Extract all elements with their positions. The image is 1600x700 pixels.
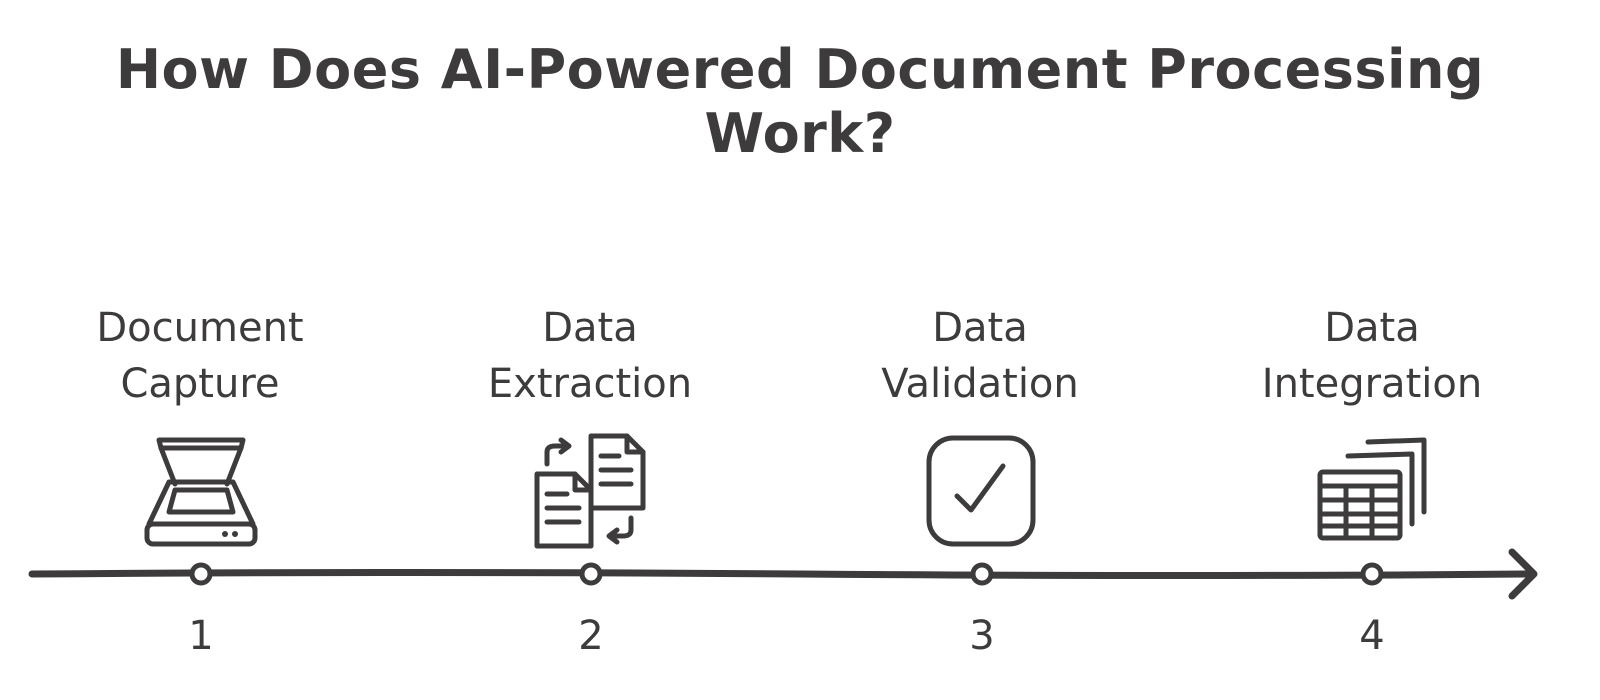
scanner-icon	[144, 437, 258, 547]
spreadsheet-stack-icon	[1317, 437, 1427, 541]
step-3-label: Data Validation	[881, 305, 1079, 407]
step-3-number: 3	[969, 613, 995, 659]
timeline-arrowhead	[1508, 548, 1538, 600]
timeline-node-4	[1360, 562, 1384, 586]
timeline-node-3	[970, 562, 994, 586]
step-2-label: Data Extraction	[487, 305, 693, 407]
step-4-number: 4	[1359, 613, 1385, 659]
step-1-number: 1	[188, 613, 214, 659]
title-line-2: Work?	[704, 102, 896, 165]
step-4-label: Data Integration	[1261, 305, 1483, 407]
checkbox-icon	[926, 435, 1036, 547]
diagram-title: How Does AI-Powered Document Processing …	[0, 38, 1600, 166]
step-1-label: Document Capture	[96, 305, 304, 407]
timeline-node-1	[189, 562, 213, 586]
timeline-node-2	[579, 562, 603, 586]
step-2-number: 2	[578, 613, 604, 659]
timeline-axis	[28, 548, 1538, 600]
title-line-1: How Does AI-Powered Document Processing	[115, 38, 1485, 101]
document-transfer-icon	[534, 433, 646, 549]
